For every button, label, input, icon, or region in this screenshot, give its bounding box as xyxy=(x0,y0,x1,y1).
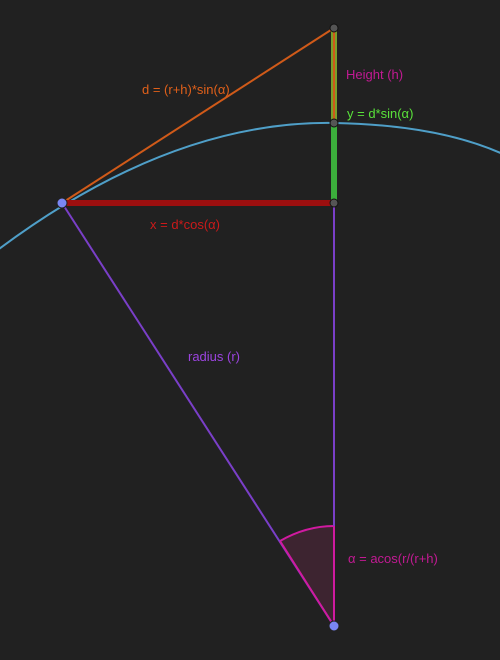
foot-point xyxy=(329,198,339,208)
d-line xyxy=(61,27,335,204)
center-point xyxy=(328,620,340,632)
alpha-radius-segment xyxy=(279,540,335,627)
y-label: y = d*sin(α) xyxy=(347,106,413,121)
radius-label: radius (r) xyxy=(188,349,240,364)
surface-point xyxy=(329,118,339,128)
height-label: Height (h) xyxy=(346,67,403,82)
earth-surface-arc xyxy=(0,121,500,250)
x-label: x = d*cos(α) xyxy=(150,217,220,232)
top-point xyxy=(329,23,339,33)
observer-point xyxy=(56,197,68,209)
alpha-angle-arc xyxy=(279,525,335,542)
alpha-label: α = acos(r/(r+h) xyxy=(348,551,438,566)
d-label: d = (r+h)*sin(α) xyxy=(142,82,230,97)
alpha-angle-wedge xyxy=(280,526,334,626)
